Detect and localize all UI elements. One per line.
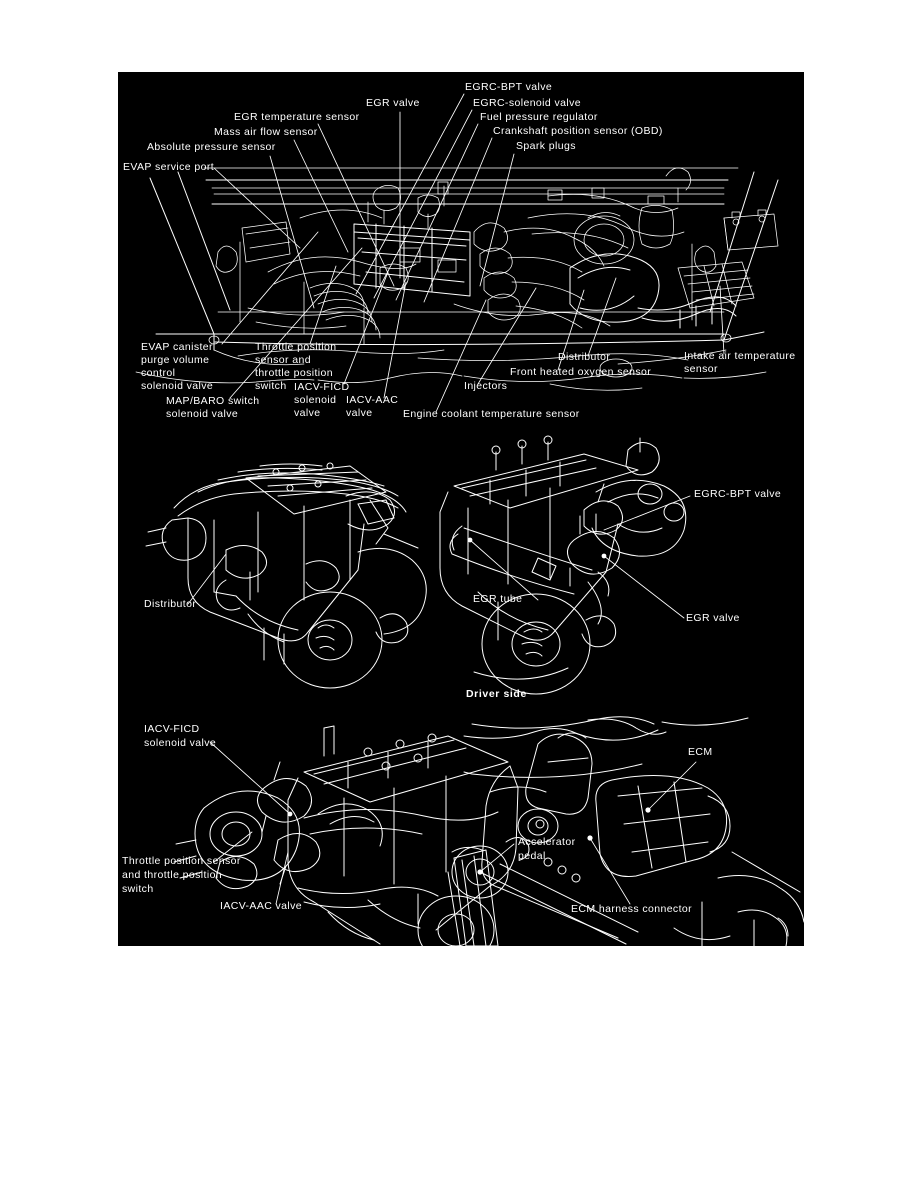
engine-block-left-view xyxy=(145,462,427,689)
engine-block-throttle-view xyxy=(173,725,530,946)
label-iacv-ficd-line2: solenoid xyxy=(294,394,336,406)
label-accelerator-pedal-line1: Accelerator xyxy=(518,836,576,848)
label-distributor-detail: Distributor xyxy=(144,598,196,610)
label-iacv-aac-line1: IACV-AAC xyxy=(346,394,398,406)
label-map-baro-switch-line2: solenoid valve xyxy=(166,408,238,420)
label-injectors: Injectors xyxy=(464,380,507,392)
label-throttle-position-sensor-line1: Throttle position sensor xyxy=(122,855,241,867)
relay-box xyxy=(241,221,291,263)
label-intake-air-temperature-line2: sensor xyxy=(684,363,718,375)
ecm-leader-lines xyxy=(477,761,697,905)
label-crankshaft-position-sensor: Crankshaft position sensor (OBD) xyxy=(493,125,663,137)
label-front-heated-oxygen-sensor: Front heated oxygen sensor xyxy=(510,366,651,378)
label-evap-canister-line3: control xyxy=(141,367,175,379)
label-engine-coolant-temperature-sensor: Engine coolant temperature sensor xyxy=(403,408,580,420)
cowl-panel xyxy=(203,167,739,195)
intake-manifold xyxy=(303,281,381,345)
coolant-reservoir xyxy=(638,195,674,249)
label-egr-valve: EGR valve xyxy=(366,97,420,109)
panel-ecm-location xyxy=(447,716,804,946)
label-driver-side-caption: Driver side xyxy=(466,688,527,700)
radiator-support xyxy=(213,311,727,366)
label-throttle-position-sensor-line3: switch xyxy=(122,883,154,895)
label-ecm-harness-connector: ECM harness connector xyxy=(571,903,692,915)
distributor-leader-line xyxy=(187,553,227,605)
vacuum-hoses xyxy=(247,181,685,329)
label-egr-temperature-sensor: EGR temperature sensor xyxy=(234,111,360,123)
front-apron xyxy=(135,358,767,391)
label-spark-plugs: Spark plugs xyxy=(516,140,576,152)
engine-component-location-illustration: EVAP service port Absolute pressure sens… xyxy=(122,81,804,946)
label-iacv-aac-line2: valve xyxy=(346,407,373,419)
illustration-plate: EVAP service port Absolute pressure sens… xyxy=(118,72,804,946)
label-throttle-position-sensor-line2: and throttle position xyxy=(122,869,222,881)
label-absolute-pressure-sensor: Absolute pressure sensor xyxy=(147,141,276,153)
hood-hinge xyxy=(665,167,691,203)
label-iacv-ficd-solenoid-valve-line2: solenoid valve xyxy=(144,737,216,749)
throttle-body-leader-lines xyxy=(209,741,293,905)
engine-block-driver-view xyxy=(439,435,687,695)
air-cleaner-box xyxy=(677,261,755,309)
sensor-cluster xyxy=(372,185,457,291)
panel-engine-throttle-body xyxy=(173,725,530,946)
label-throttle-position-line2: sensor and xyxy=(255,354,311,366)
cylinder-head-assembly xyxy=(353,223,471,297)
label-map-baro-switch-line1: MAP/BARO switch xyxy=(166,395,260,407)
panel-engine-front-left xyxy=(145,462,427,689)
overview-leader-lines xyxy=(213,93,725,413)
ignition-wires xyxy=(473,222,605,329)
cabin-floor-structure xyxy=(447,716,804,946)
label-iacv-ficd-solenoid-valve-line1: IACV-FICD xyxy=(144,723,200,735)
label-egrc-bpt-valve: EGRC-BPT valve xyxy=(465,81,552,93)
label-evap-canister-line1: EVAP canister xyxy=(141,341,213,353)
label-throttle-position-line3: throttle position xyxy=(255,367,333,379)
label-accelerator-pedal-line2: pedal xyxy=(518,850,546,862)
label-egrc-bpt-valve-detail: EGRC-BPT valve xyxy=(694,488,781,500)
label-egrc-solenoid-valve: EGRC-solenoid valve xyxy=(473,97,581,109)
label-fuel-pressure-regulator: Fuel pressure regulator xyxy=(480,111,598,123)
label-egr-tube: EGR tube xyxy=(473,593,522,605)
label-evap-canister-line2: purge volume xyxy=(141,354,209,366)
brake-booster xyxy=(573,212,635,265)
panel-engine-driver-side xyxy=(439,435,691,695)
battery xyxy=(723,209,779,251)
engine-bay-outline xyxy=(149,171,779,351)
label-throttle-position-line1: Throttle position xyxy=(255,341,337,353)
callout-labels: EVAP service port Absolute pressure sens… xyxy=(122,81,796,915)
label-iacv-ficd-line1: IACV-FICD xyxy=(294,381,350,393)
label-ecm: ECM xyxy=(688,746,713,758)
panel-engine-compartment-overview xyxy=(135,93,779,413)
driver-side-leader-lines xyxy=(467,495,691,619)
label-evap-canister-line4: solenoid valve xyxy=(141,380,213,392)
label-iacv-aac-valve-detail: IACV-AAC valve xyxy=(220,900,302,912)
label-intake-air-temperature-line1: Intake air temperature xyxy=(684,350,796,362)
label-evap-service-port: EVAP service port xyxy=(123,161,214,173)
label-throttle-position-line4: switch xyxy=(255,380,287,392)
label-distributor-overview: Distributor xyxy=(558,351,610,363)
label-egr-valve-detail: EGR valve xyxy=(686,612,740,624)
label-mass-air-flow-sensor: Mass air flow sensor xyxy=(214,126,318,138)
label-iacv-ficd-line3: valve xyxy=(294,407,321,419)
